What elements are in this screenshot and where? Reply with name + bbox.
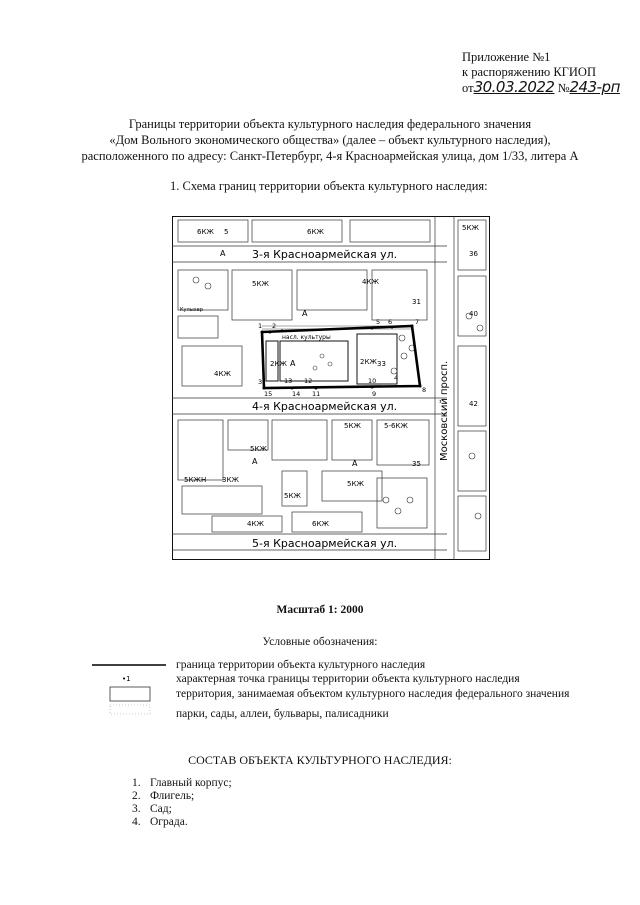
composition-list: 1.Главный корпус; 2.Флигель; 3.Сад; 4.Ог…	[132, 777, 232, 829]
label-bottom-4kzh: 4КЖ	[247, 520, 264, 528]
street-4-label: 4-я Красноармейская ул.	[252, 400, 397, 413]
label-a-3: А	[252, 457, 258, 466]
title-line3: расположенного по адресу: Санкт-Петербур…	[81, 149, 579, 163]
label-house-40: 40	[469, 310, 478, 318]
label-lower-5kzh-d: 5КЖ	[347, 480, 364, 488]
street-5-label: 5-я Красноармейская ул.	[252, 537, 397, 550]
label-house-36: 36	[469, 250, 478, 258]
point-13: 13	[284, 377, 292, 385]
point-12: 12	[304, 377, 312, 385]
label-left-4kzh: 4КЖ	[214, 370, 231, 378]
point-4: 4	[394, 374, 398, 382]
label-lower-5kzh-a: 5КЖ	[344, 422, 361, 430]
appendix-block: Приложение №1 к распоряжению КГИОП от30.…	[462, 50, 620, 96]
appendix-num-label: №	[557, 81, 570, 95]
label-5kzhn: 5КЖН	[184, 476, 206, 484]
appendix-date: 30.03.2022	[473, 78, 555, 96]
point-1: 1	[258, 322, 262, 330]
point-2: 2	[272, 322, 276, 330]
point-7: 7	[415, 318, 419, 326]
legend-item-boundary: граница территории объекта культурного н…	[176, 659, 426, 671]
label-upper-5kzh: 5КЖ	[252, 280, 269, 288]
appendix-line2: к распоряжению КГИОП	[462, 65, 596, 79]
list-item: 1.Главный корпус;	[132, 777, 232, 789]
appendix-date-line: от30.03.2022 №243-рп	[462, 80, 620, 96]
label-top-5: 5	[224, 228, 228, 236]
label-3kzh: 3КЖ	[222, 476, 239, 484]
map-scale: Масштаб 1: 2000	[276, 604, 364, 616]
label-a-main: А	[290, 359, 296, 368]
point-5: 5	[376, 318, 380, 326]
legend-title: Условные обозначения:	[262, 636, 378, 648]
document-title: Границы территории объекта культурного н…	[40, 116, 620, 164]
legend-symbols: •1	[92, 664, 166, 715]
legend-parks-box	[109, 704, 151, 715]
list-item: 3.Сад;	[132, 803, 172, 815]
list-item: 2.Флигель;	[132, 790, 195, 802]
label-house-42: 42	[469, 400, 478, 408]
label-cultural: насл. культуры	[282, 334, 331, 341]
label-2kzh-left: 2КЖ	[270, 360, 287, 368]
label-a-1: А	[220, 249, 226, 258]
label-a-4: А	[352, 459, 358, 468]
appendix-from: от	[462, 81, 474, 95]
moskovsky-label: Московский просп.	[439, 361, 450, 461]
label-kiosk: Кулыхер	[180, 307, 203, 313]
label-lower-5kzh-c: 5КЖ	[284, 492, 301, 500]
point-10: 10	[368, 377, 376, 385]
legend-item-parks: парки, сады, аллеи, бульвары, палисадник…	[176, 708, 389, 720]
section-1-heading: 1. Схема границ территории объекта культ…	[170, 179, 488, 193]
label-lower-5kzh-b: 5КЖ	[250, 445, 267, 453]
label-house-33: 33	[377, 360, 386, 368]
label-top-5kzh: 5КЖ	[462, 224, 479, 232]
label-house-31: 31	[412, 298, 421, 306]
point-3: 3	[258, 378, 262, 386]
appendix-number: 243-рп	[569, 78, 621, 96]
legend-territory-box	[109, 686, 151, 702]
point-8: 8	[422, 386, 426, 394]
point-15: 15	[264, 390, 272, 398]
point-14: 14	[292, 390, 300, 398]
point-6: 6	[388, 318, 392, 326]
point-11: 11	[312, 390, 320, 398]
composition-title: СОСТАВ ОБЪЕКТА КУЛЬТУРНОГО НАСЛЕДИЯ:	[188, 753, 452, 767]
label-upper-4kzh: 4КЖ	[362, 278, 379, 286]
list-item: 4.Ограда.	[132, 816, 188, 828]
legend-item-territory: территория, занимаемая объектом культурн…	[176, 688, 570, 700]
appendix-line1: Приложение №1	[462, 50, 551, 64]
legend-item-point: характерная точка границы территории объ…	[176, 673, 520, 685]
label-top-6kzh-b: 6КЖ	[307, 228, 324, 236]
boundary-map: 3-я Красноармейская ул. 4-я Красноармейс…	[172, 216, 490, 560]
point-9: 9	[372, 390, 376, 398]
title-line2: «Дом Вольного экономического общества» (…	[109, 133, 551, 147]
legend-point-marker: •1	[122, 675, 131, 683]
label-top-6kzh-a: 6КЖ	[197, 228, 214, 236]
street-3-label: 3-я Красноармейская ул.	[252, 248, 397, 261]
label-bottom-6kzh: 6КЖ	[312, 520, 329, 528]
label-2kzh-right: 2КЖ	[360, 358, 377, 366]
label-lower-5-6kzh: 5-6КЖ	[384, 422, 408, 430]
label-a-2: А	[302, 309, 308, 318]
title-line1: Границы территории объекта культурного н…	[128, 117, 532, 131]
label-house-35: 35	[412, 460, 421, 468]
